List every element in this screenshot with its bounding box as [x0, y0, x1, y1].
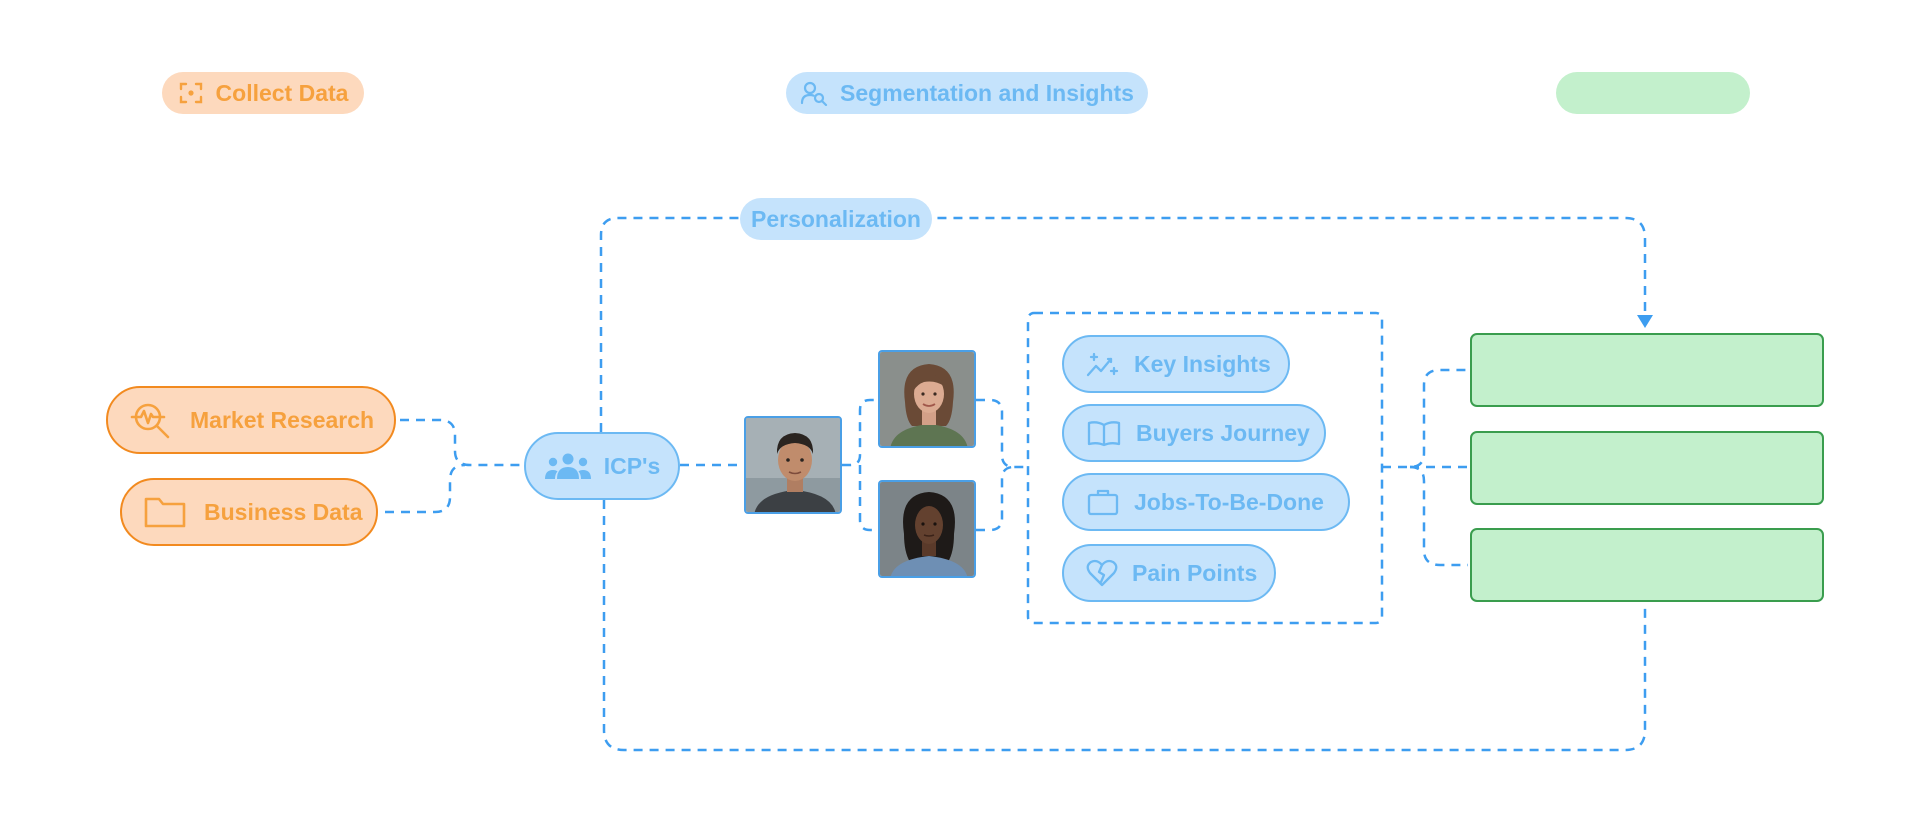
connector-insights-outputs — [1382, 368, 1468, 469]
phase-segmentation-label: Segmentation and Insights — [840, 79, 1134, 106]
source-business-data: Business Data — [120, 478, 378, 546]
persona-man — [744, 416, 842, 514]
insight-buyers-journey: Buyers Journey — [1062, 404, 1326, 462]
connector-persona-branch-2 — [858, 465, 878, 532]
insight-buyers-journey-label: Buyers Journey — [1136, 419, 1310, 446]
connector-to-insights-2 — [976, 465, 1015, 532]
personalization-tag: Personalization — [740, 198, 932, 240]
briefcase-icon — [1086, 487, 1120, 517]
folder-icon — [144, 495, 186, 529]
phase-collect-data: Collect Data — [162, 72, 364, 114]
phase-segmentation: Segmentation and Insights — [786, 72, 1148, 114]
person-search-icon — [800, 80, 828, 106]
connector-insights-output-low — [1409, 465, 1468, 567]
insight-jobs-to-be-done: Jobs-To-Be-Done — [1062, 473, 1350, 531]
output-box-1 — [1470, 333, 1824, 407]
connector-to-insights — [976, 398, 1028, 469]
source-market-research-label: Market Research — [190, 406, 375, 433]
output-box-3 — [1470, 528, 1824, 602]
book-icon — [1086, 419, 1122, 447]
source-business-data-label: Business Data — [204, 498, 363, 525]
output-box-2 — [1470, 431, 1824, 505]
portrait-man — [746, 418, 840, 512]
insight-pain-points-label: Pain Points — [1132, 559, 1258, 586]
market-research-icon — [130, 400, 172, 440]
connector-persona-branch — [842, 398, 878, 467]
icp-hub-label: ICP's — [603, 452, 661, 479]
portrait-woman-younger — [880, 482, 974, 576]
source-market-research: Market Research — [106, 386, 396, 454]
broken-heart-icon — [1086, 558, 1118, 588]
insight-key-insights: Key Insights — [1062, 335, 1290, 393]
insight-key-insights-label: Key Insights — [1134, 350, 1271, 377]
persona-woman-older — [878, 350, 976, 448]
portrait-woman-older — [880, 352, 974, 446]
focus-icon — [178, 80, 204, 106]
personalization-loop-top — [599, 216, 1647, 432]
connector-business-data — [385, 463, 466, 514]
arrowhead — [1637, 315, 1653, 328]
phase-collect-label: Collect Data — [215, 79, 349, 106]
insight-pain-points: Pain Points — [1062, 544, 1276, 602]
personalization-loop-bottom — [602, 500, 1647, 752]
persona-woman-younger — [878, 480, 976, 578]
icp-hub: ICP's — [524, 432, 680, 500]
group-icon — [544, 452, 592, 480]
phase-output — [1556, 72, 1750, 114]
personalization-label: Personalization — [751, 205, 921, 232]
connector-market-research — [400, 418, 524, 467]
insight-jobs-to-be-done-label: Jobs-To-Be-Done — [1134, 488, 1324, 515]
sparkle-trend-icon — [1086, 350, 1120, 378]
